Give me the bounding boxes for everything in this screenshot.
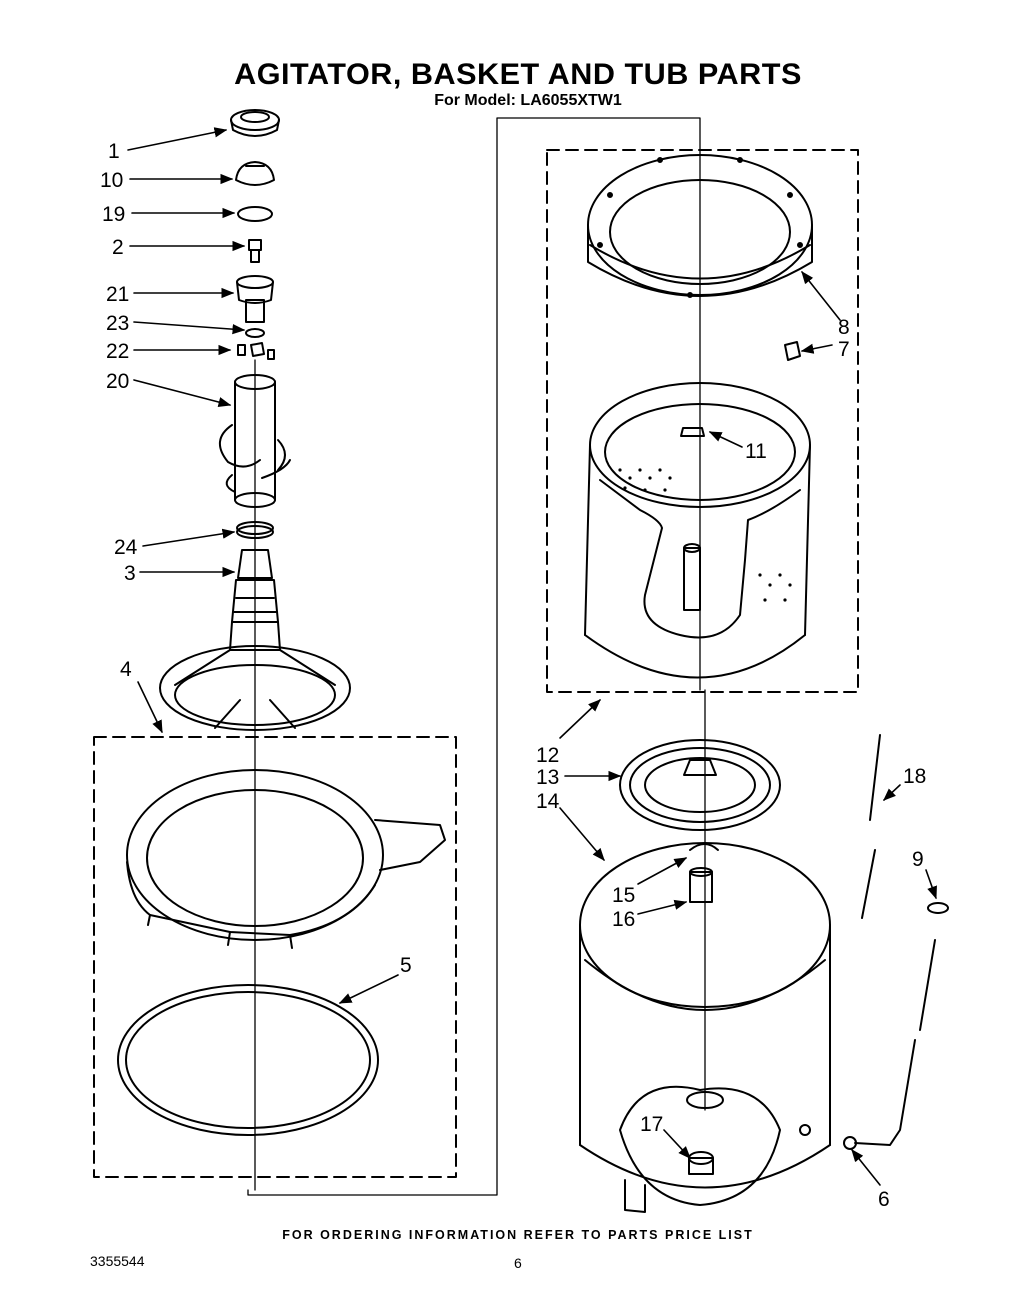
gasket-part bbox=[117, 984, 379, 1136]
collar-part bbox=[236, 521, 274, 539]
balance-ring-part bbox=[587, 154, 813, 298]
callout-15: 15 bbox=[612, 884, 635, 907]
callout-11: 11 bbox=[745, 440, 767, 463]
leader-arrows bbox=[127, 127, 937, 1186]
outer-tub-part bbox=[579, 842, 831, 1213]
callout-9: 9 bbox=[912, 848, 924, 871]
callout-12: 12 bbox=[536, 744, 559, 767]
callout-17: 17 bbox=[640, 1113, 663, 1136]
callout-4: 4 bbox=[120, 658, 132, 681]
dashed-group-boxes bbox=[93, 149, 859, 1178]
model-subtitle: For Model: LA6055XTW1 bbox=[434, 92, 622, 109]
page-number: 6 bbox=[514, 1255, 522, 1271]
o-ring-part bbox=[237, 206, 273, 222]
callout-2: 2 bbox=[112, 236, 124, 259]
washer-part bbox=[245, 328, 265, 338]
callout-1: 1 bbox=[108, 140, 120, 163]
document-number: 3355544 bbox=[90, 1253, 145, 1269]
callout-16: 16 bbox=[612, 908, 635, 931]
hose-clamp-part bbox=[927, 902, 949, 914]
callout-21: 21 bbox=[106, 283, 129, 306]
basket-part bbox=[584, 382, 811, 679]
agitator-cap-part bbox=[230, 109, 280, 137]
nut-part bbox=[680, 427, 705, 437]
basket-perforations bbox=[618, 468, 792, 602]
callout-18: 18 bbox=[903, 765, 926, 788]
drive-hub-part bbox=[619, 739, 781, 831]
dogs-cam-part bbox=[236, 275, 274, 323]
callout-5: 5 bbox=[400, 954, 412, 977]
dog-parts bbox=[237, 342, 275, 360]
callout-22: 22 bbox=[106, 340, 129, 363]
basket-group-box bbox=[546, 149, 859, 693]
agitator-barrel-part bbox=[219, 374, 291, 508]
callout-labels: 1 10 19 2 21 23 22 20 24 3 4 5 8 7 11 12… bbox=[100, 140, 926, 1211]
ordering-note: FOR ORDERING INFORMATION REFER TO PARTS … bbox=[282, 1228, 754, 1242]
callout-10: 10 bbox=[100, 169, 123, 192]
callout-13: 13 bbox=[536, 766, 559, 789]
callout-3: 3 bbox=[124, 562, 136, 585]
shaft-seal-part bbox=[689, 843, 719, 903]
drain-hose-part bbox=[861, 734, 881, 919]
outlet-hose-part bbox=[854, 939, 936, 1146]
clip-part bbox=[784, 341, 801, 361]
callout-8: 8 bbox=[838, 316, 850, 339]
callout-19: 19 bbox=[102, 203, 125, 226]
bolt-part bbox=[248, 239, 262, 263]
callout-24: 24 bbox=[114, 536, 138, 559]
outlet-fitting-part bbox=[843, 1136, 857, 1150]
callout-14: 14 bbox=[536, 790, 560, 813]
tub-ring-part bbox=[126, 769, 446, 949]
cap-insert-part bbox=[235, 161, 275, 186]
callout-20: 20 bbox=[106, 370, 129, 393]
tub-ring-group-box bbox=[93, 736, 457, 1178]
page-title: AGITATOR, BASKET AND TUB PARTS bbox=[234, 58, 802, 91]
callout-7: 7 bbox=[838, 338, 850, 361]
bearing-part bbox=[688, 1151, 714, 1175]
callout-6: 6 bbox=[878, 1188, 890, 1211]
callout-23: 23 bbox=[106, 312, 129, 335]
agitator-base-part bbox=[159, 549, 351, 731]
tub-port-part bbox=[799, 1124, 811, 1136]
